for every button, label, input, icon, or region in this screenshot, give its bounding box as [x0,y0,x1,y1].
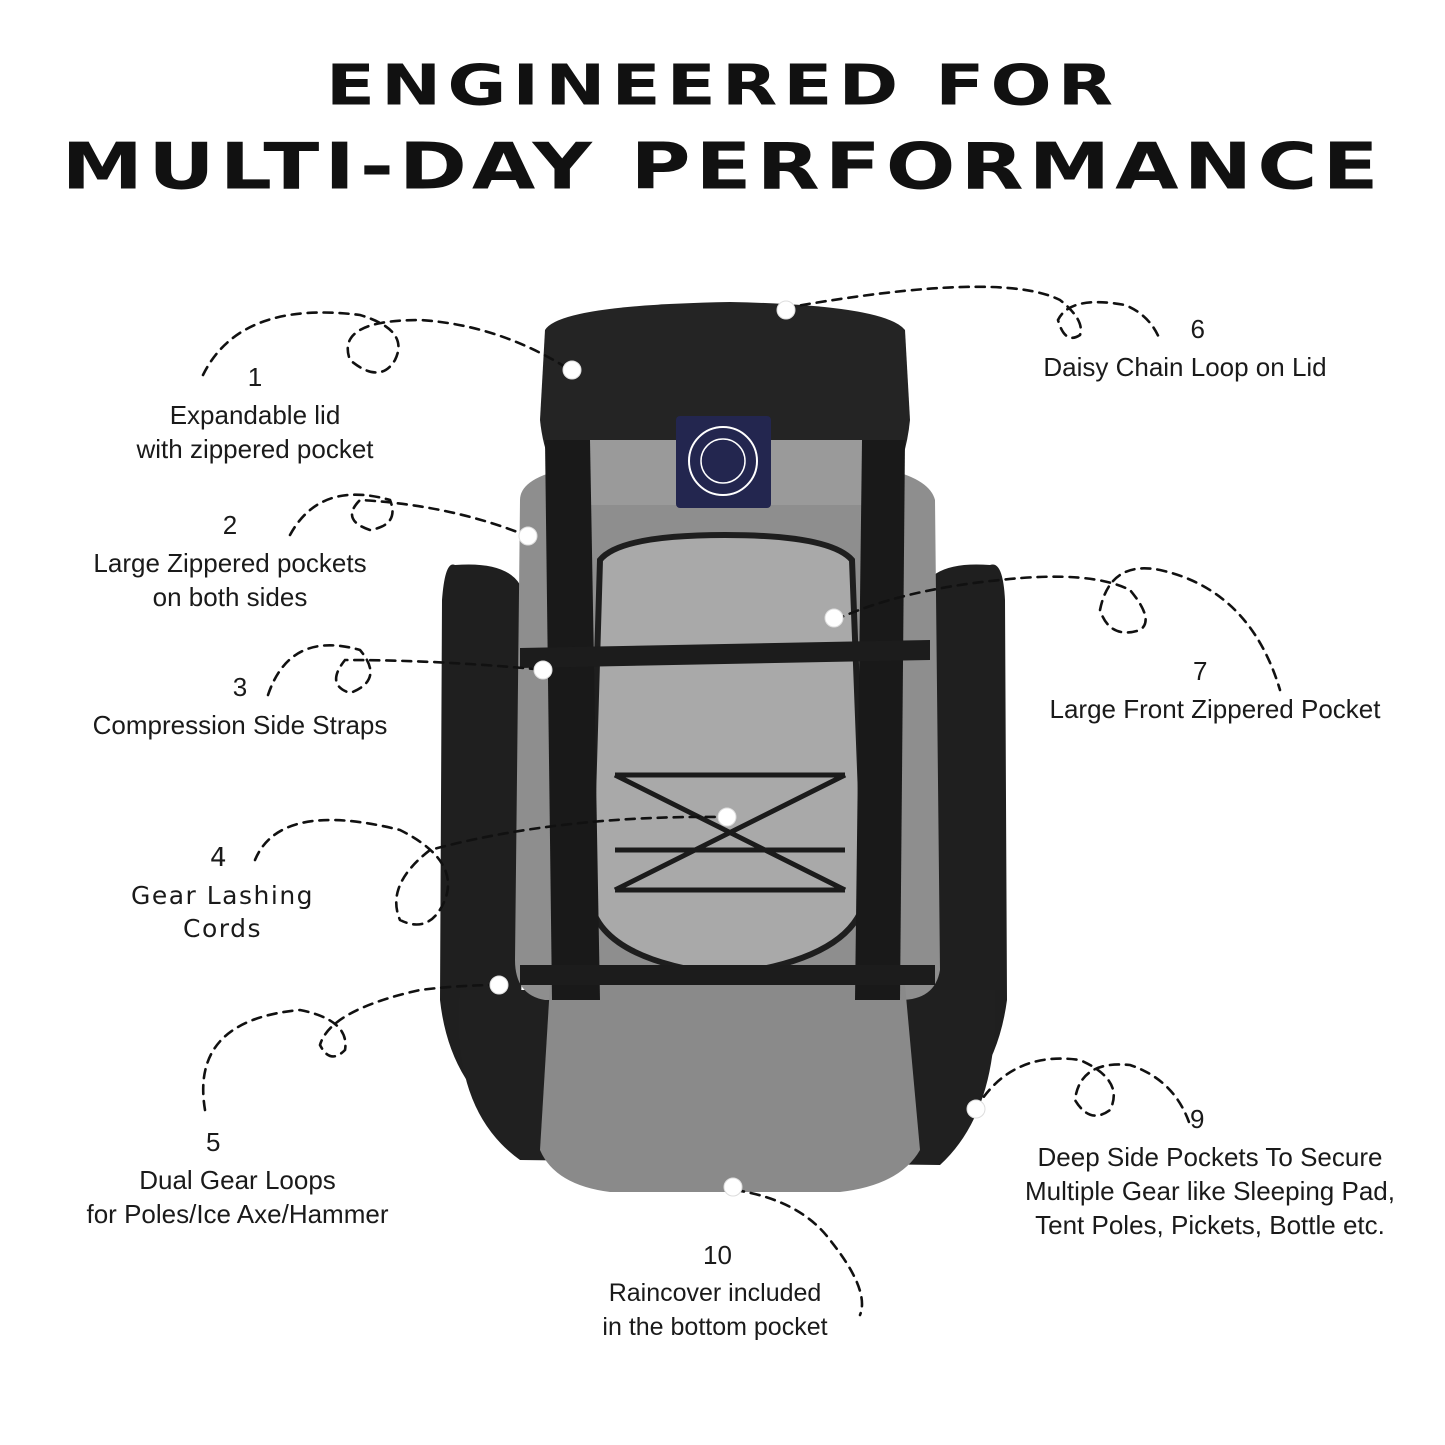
feature-9-line-1: Deep Side Pockets To Secure [1037,1142,1383,1172]
feature-9-number: 9 [1190,1104,1205,1134]
feature-10-callout: 10 Raincover included in the bottom pock… [585,1238,845,1344]
feature-4-number: 4 [210,843,229,873]
feature-dot[interactable] [723,1177,743,1197]
feature-9-callout: 9 Deep Side Pockets To Secure Multiple G… [1010,1102,1410,1242]
feature-dot[interactable] [717,807,737,827]
feature-7-callout: 7 Large Front Zippered Pocket [1025,654,1405,726]
feature-2-line-1: Large Zippered pockets [93,548,367,578]
feature-6-line-1: Daisy Chain Loop on Lid [1043,352,1327,382]
feature-dot[interactable] [776,300,796,320]
feature-2-number: 2 [222,510,238,540]
feature-1-number: 1 [247,362,263,392]
feature-4-line-2: Cords [183,914,262,943]
feature-1-line-1: Expandable lid [169,400,341,430]
feature-1-callout: 1 Expandable lid with zippered pocket [120,360,390,466]
feature-dot[interactable] [824,608,844,628]
backpack-image [440,302,1007,1192]
headline-line-1: ENGINEERED FOR [325,52,1120,118]
feature-7-number: 7 [1193,656,1208,686]
feature-5-line-2: for Poles/Ice Axe/Hammer [86,1199,389,1229]
feature-dot[interactable] [562,360,582,380]
feature-1-line-2: with zippered pocket [136,434,374,464]
feature-6-callout: 6 Daisy Chain Loop on Lid [1020,312,1350,384]
feature-dot[interactable] [533,660,553,680]
feature-6-number: 6 [1190,314,1205,344]
headline-line-2: MULTI-DAY PERFORMANCE [61,130,1384,205]
feature-3-callout: 3 Compression Side Straps [70,670,410,742]
feature-2-callout: 2 Large Zippered pockets on both sides [70,508,390,614]
feature-9-line-2: Multiple Gear like Sleeping Pad, [1025,1176,1395,1206]
feature-2-line-2: on both sides [152,582,308,612]
feature-5-callout: 5 Dual Gear Loops for Poles/Ice Axe/Hamm… [70,1125,405,1231]
feature-dot[interactable] [518,526,538,546]
feature-7-line-1: Large Front Zippered Pocket [1049,694,1381,724]
feature-3-line-1: Compression Side Straps [92,710,388,740]
feature-3-number: 3 [232,672,248,702]
feature-dot[interactable] [966,1099,986,1119]
feature-10-number: 10 [703,1240,732,1270]
feature-5-number: 5 [206,1127,221,1157]
feature-4-callout: 4 Gear Lashing Cords [110,842,335,945]
feature-5-line-1: Dual Gear Loops [139,1165,336,1195]
feature-dots [489,300,986,1197]
feature-9-line-3: Tent Poles, Pickets, Bottle etc. [1035,1210,1385,1240]
feature-10-line-2: in the bottom pocket [602,1313,828,1341]
feature-dot[interactable] [489,975,509,995]
feature-4-line-1: Gear Lashing [130,881,315,910]
feature-10-line-1: Raincover included [608,1279,822,1307]
callout-connectors [201,285,1282,1317]
